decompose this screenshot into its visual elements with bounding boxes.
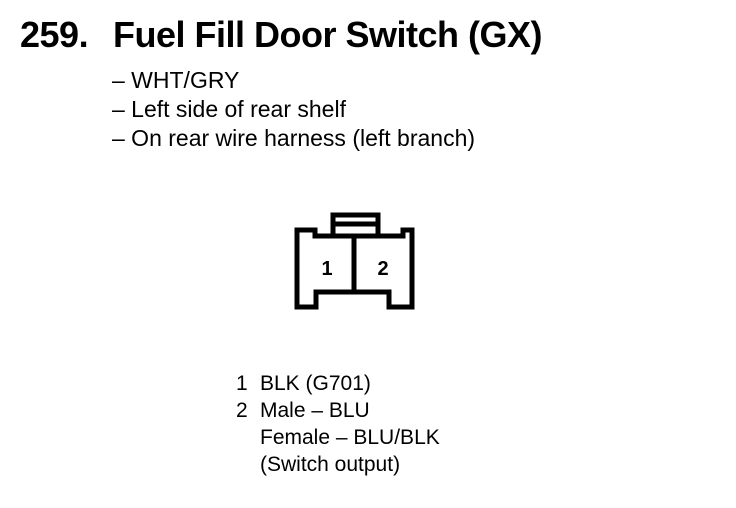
component-heading: 259. Fuel Fill Door Switch (GX) xyxy=(20,14,543,56)
pin-description: BLK (G701) xyxy=(260,370,371,397)
component-number: 259. xyxy=(20,14,89,55)
cavity-label-2: 2 xyxy=(377,258,388,280)
pin-row: 2 Male – BLU Female – BLU/BLK (Switch ou… xyxy=(236,397,440,478)
detail-connector-color: – WHT/GRY xyxy=(112,67,240,93)
detail-location: – Left side of rear shelf xyxy=(112,96,346,122)
component-title: Fuel Fill Door Switch (GX) xyxy=(113,14,543,55)
pin-row: 1 BLK (G701) xyxy=(236,370,440,397)
pin-wire-male: Male – BLU xyxy=(260,399,370,422)
pin-number: 2 xyxy=(236,399,248,422)
connector-diagram: 1 2 xyxy=(294,212,415,310)
connector-body-outline xyxy=(294,227,415,310)
cavity-label-1: 1 xyxy=(321,258,332,280)
pin-wire-female: Female – BLU/BLK xyxy=(260,426,440,449)
pin-function: (Switch output) xyxy=(260,453,401,476)
pin-description: Male – BLU Female – BLU/BLK (Switch outp… xyxy=(260,397,440,478)
connector-locking-tab xyxy=(330,212,381,236)
detail-harness: – On rear wire harness (left branch) xyxy=(112,125,476,151)
pin-number: 1 xyxy=(236,372,248,395)
pin-assignment-table: 1 BLK (G701) 2 Male – BLU Female – BLU/B… xyxy=(236,370,440,478)
pin-wire: BLK (G701) xyxy=(260,372,371,395)
component-details: – WHT/GRY – Left side of rear shelf – On… xyxy=(112,66,475,153)
